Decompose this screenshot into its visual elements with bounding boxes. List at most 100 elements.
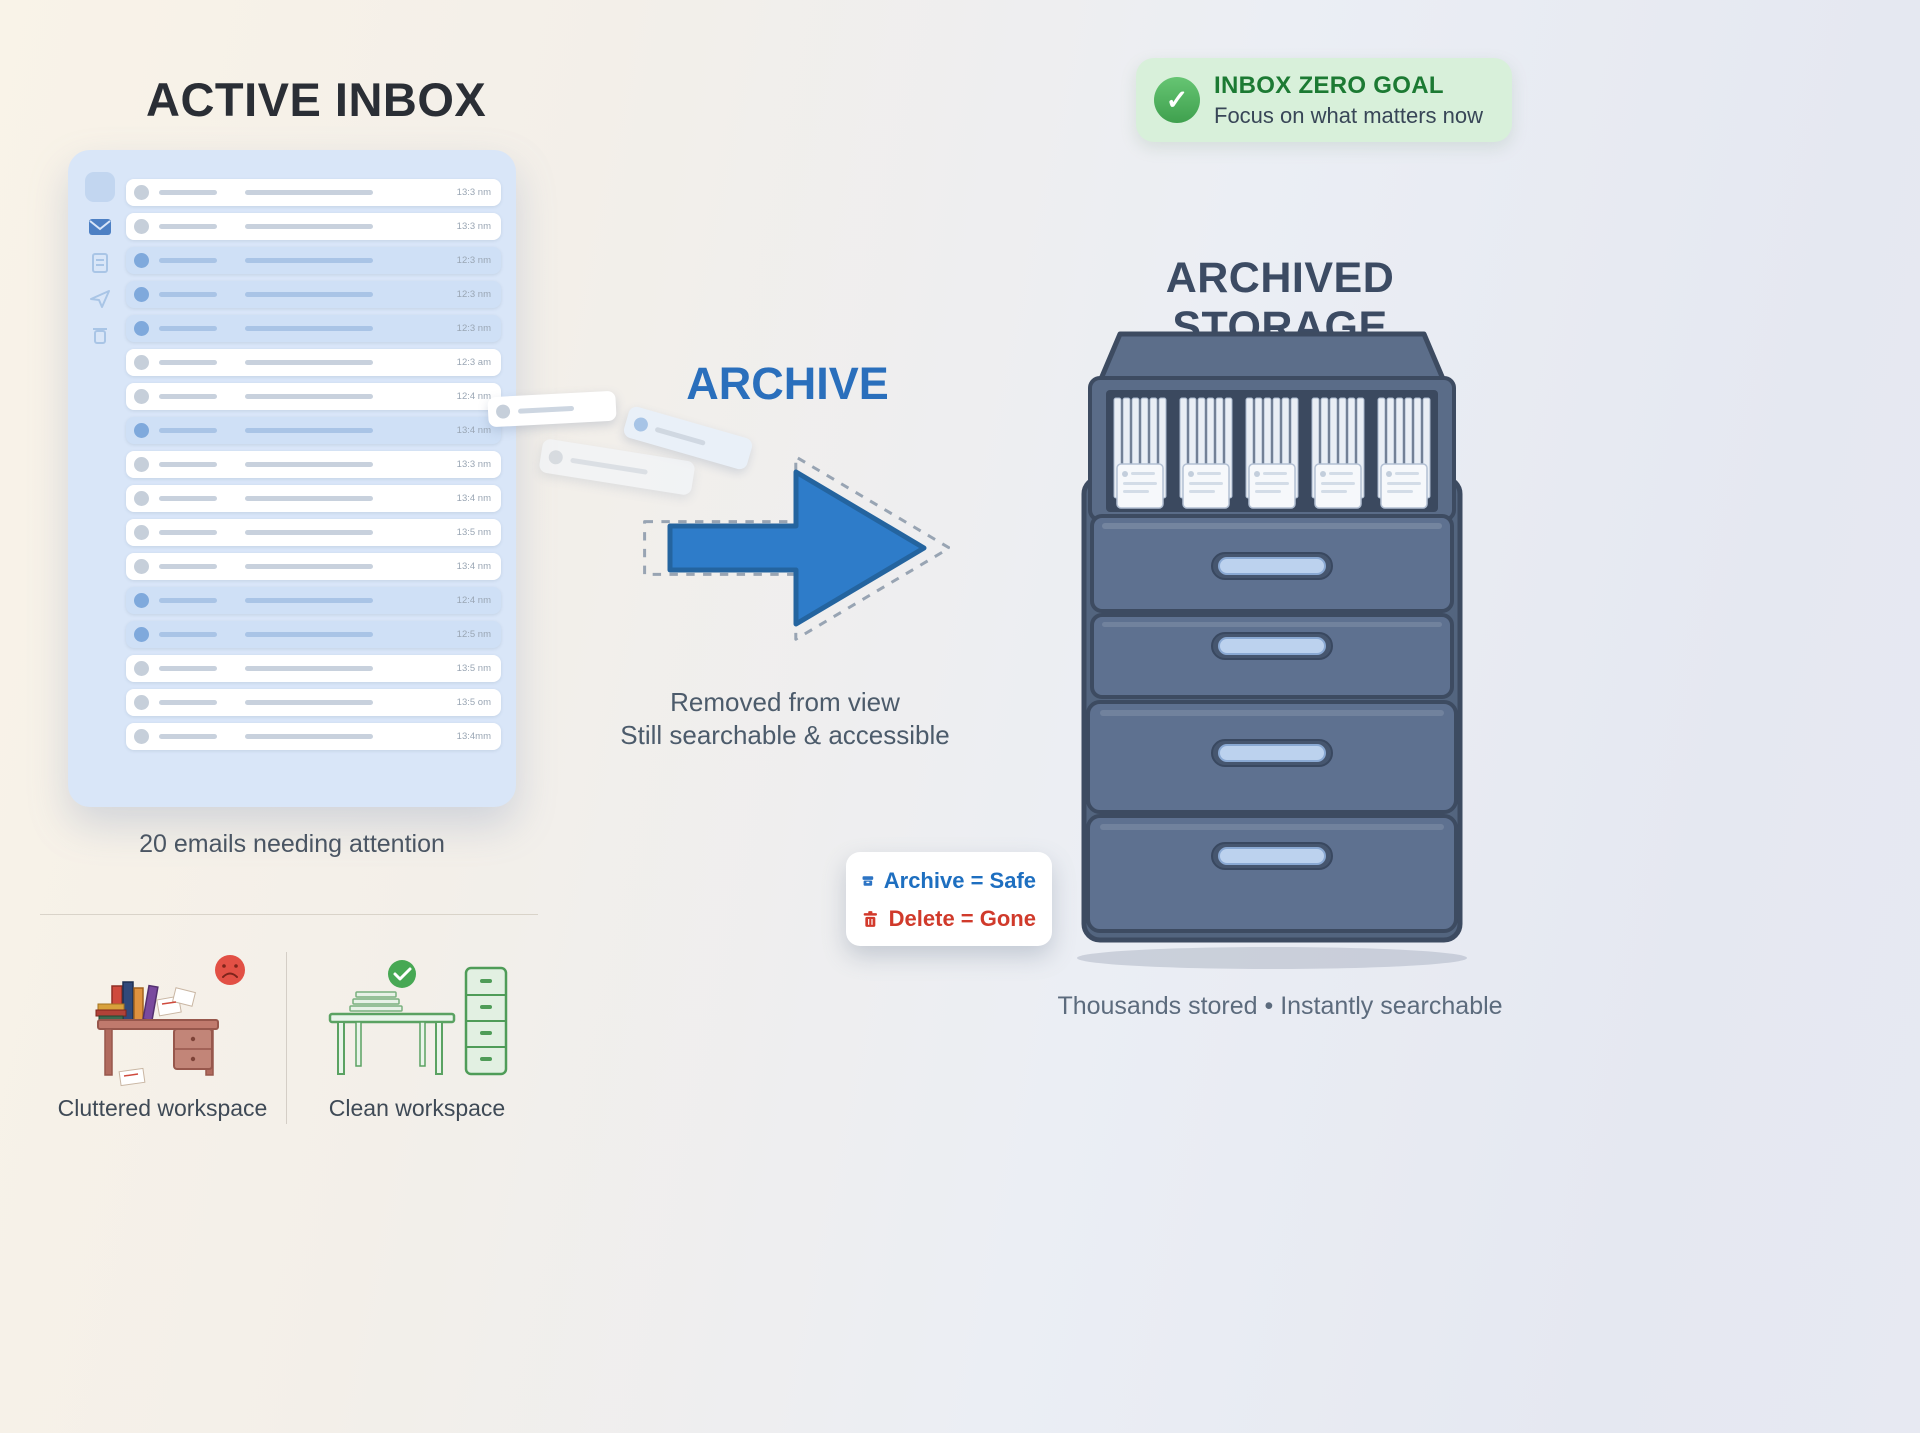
avatar [134, 389, 149, 404]
document-icon [92, 253, 108, 273]
timestamp: 12:3 nm [456, 255, 491, 266]
avatar [134, 525, 149, 540]
email-row: 13:4 nm [126, 553, 501, 580]
timestamp: 13:5 nm [456, 527, 491, 538]
timestamp: 12:3 am [456, 357, 491, 368]
avatar [134, 729, 149, 744]
text-bar [245, 496, 373, 501]
timestamp: 13:5 nm [456, 663, 491, 674]
filing-cabinet-illustration [1077, 331, 1467, 969]
text-bar [245, 394, 373, 399]
cluttered-workspace-label: Cluttered workspace [57, 1095, 268, 1121]
archive-safe-row: Archive = Safe [862, 868, 1036, 894]
text-bar [245, 326, 373, 331]
text-bar [245, 190, 373, 195]
avatar [134, 491, 149, 506]
text-bar [570, 457, 649, 475]
email-row: 13:3 nm [126, 179, 501, 206]
archive-arrow [643, 455, 950, 641]
cluttered-workspace-illustration [95, 955, 245, 1087]
text-bar [159, 258, 217, 263]
horizontal-divider [40, 914, 538, 915]
text-bar [245, 292, 373, 297]
text-bar [245, 632, 373, 637]
timestamp: 13:5 om [456, 697, 491, 708]
storage-caption: Thousands stored • Instantly searchable [1057, 992, 1503, 1020]
email-row: 13:3 nm [126, 213, 501, 240]
text-bar [245, 224, 373, 229]
email-row: 13:4 nm [126, 417, 501, 444]
email-row: 13:5 nm [126, 655, 501, 682]
timestamp: 13:3 nm [456, 459, 491, 470]
timestamp: 13:4mm [456, 731, 491, 742]
timestamp: 12:4 nm [456, 595, 491, 606]
app-logo-icon [85, 172, 115, 202]
avatar [134, 321, 149, 336]
delete-gone-row: Delete = Gone [862, 906, 1036, 932]
email-list: 13:3 nm 13:3 nm 12:3 nm 12:3 nm 12:3 nm 12:3 … [126, 179, 501, 757]
text-bar [159, 190, 217, 195]
text-bar [159, 734, 217, 739]
text-bar [159, 632, 217, 637]
email-row: 12:3 nm [126, 281, 501, 308]
badge-text: INBOX ZERO GOAL Focus on what matters no… [1214, 72, 1483, 129]
text-bar [517, 405, 575, 414]
archive-description: Removed from view Still searchable & acc… [590, 686, 980, 752]
mail-icon [89, 219, 111, 235]
email-row: 12:3 am [126, 349, 501, 376]
archive-safe-label: Archive = Safe [883, 868, 1036, 893]
clean-workspace-label: Clean workspace [328, 1095, 506, 1121]
email-row: 13:4 nm [126, 485, 501, 512]
timestamp: 12:4 nm [456, 391, 491, 402]
archive-box-icon [862, 876, 874, 886]
avatar [134, 355, 149, 370]
text-bar [245, 530, 373, 535]
text-bar [159, 496, 217, 501]
text-bar [159, 530, 217, 535]
email-row: 13:5 om [126, 689, 501, 716]
email-row: 13:3 nm [126, 451, 501, 478]
badge-title: INBOX ZERO GOAL [1214, 71, 1444, 99]
timestamp: 13:4 nm [456, 561, 491, 572]
inbox-sidebar [81, 172, 119, 346]
trash-icon [93, 328, 107, 344]
archive-line2: Still searchable & accessible [620, 720, 950, 750]
timestamp: 13:4 nm [456, 493, 491, 504]
avatar [134, 559, 149, 574]
text-bar [245, 598, 373, 603]
text-bar [159, 428, 217, 433]
text-bar [245, 258, 373, 263]
text-bar [245, 700, 373, 705]
text-bar [159, 292, 217, 297]
inbox-panel: 13:3 nm 13:3 nm 12:3 nm 12:3 nm 12:3 nm 12:3 … [68, 150, 516, 807]
avatar [134, 661, 149, 676]
inbox-zero-badge: ✓ INBOX ZERO GOAL Focus on what matters … [1136, 58, 1512, 142]
timestamp: 12:5 nm [456, 629, 491, 640]
avatar [134, 627, 149, 642]
trash-icon [863, 911, 877, 927]
text-bar [159, 394, 217, 399]
timestamp: 12:3 nm [456, 289, 491, 300]
flying-email-card [487, 390, 617, 428]
clean-workspace-illustration [328, 960, 508, 1076]
timestamp: 13:3 nm [456, 187, 491, 198]
text-bar [159, 666, 217, 671]
badge-subtitle: Focus on what matters now [1214, 102, 1484, 128]
archive-vs-delete-callout: Archive = Safe Delete = Gone [846, 852, 1052, 946]
text-bar [159, 598, 217, 603]
avatar [134, 457, 149, 472]
timestamp: 13:3 nm [456, 221, 491, 232]
avatar [134, 219, 149, 234]
email-row: 12:3 nm [126, 315, 501, 342]
avatar [547, 449, 564, 466]
text-bar [159, 224, 217, 229]
email-row: 12:3 nm [126, 247, 501, 274]
send-icon [90, 290, 110, 308]
email-row: 12:4 nm [126, 383, 501, 410]
avatar [134, 593, 149, 608]
avatar [134, 423, 149, 438]
email-row: 12:5 nm [126, 621, 501, 648]
text-bar [245, 666, 373, 671]
archive-line1: Removed from view [670, 687, 900, 717]
email-row: 13:4mm [126, 723, 501, 750]
